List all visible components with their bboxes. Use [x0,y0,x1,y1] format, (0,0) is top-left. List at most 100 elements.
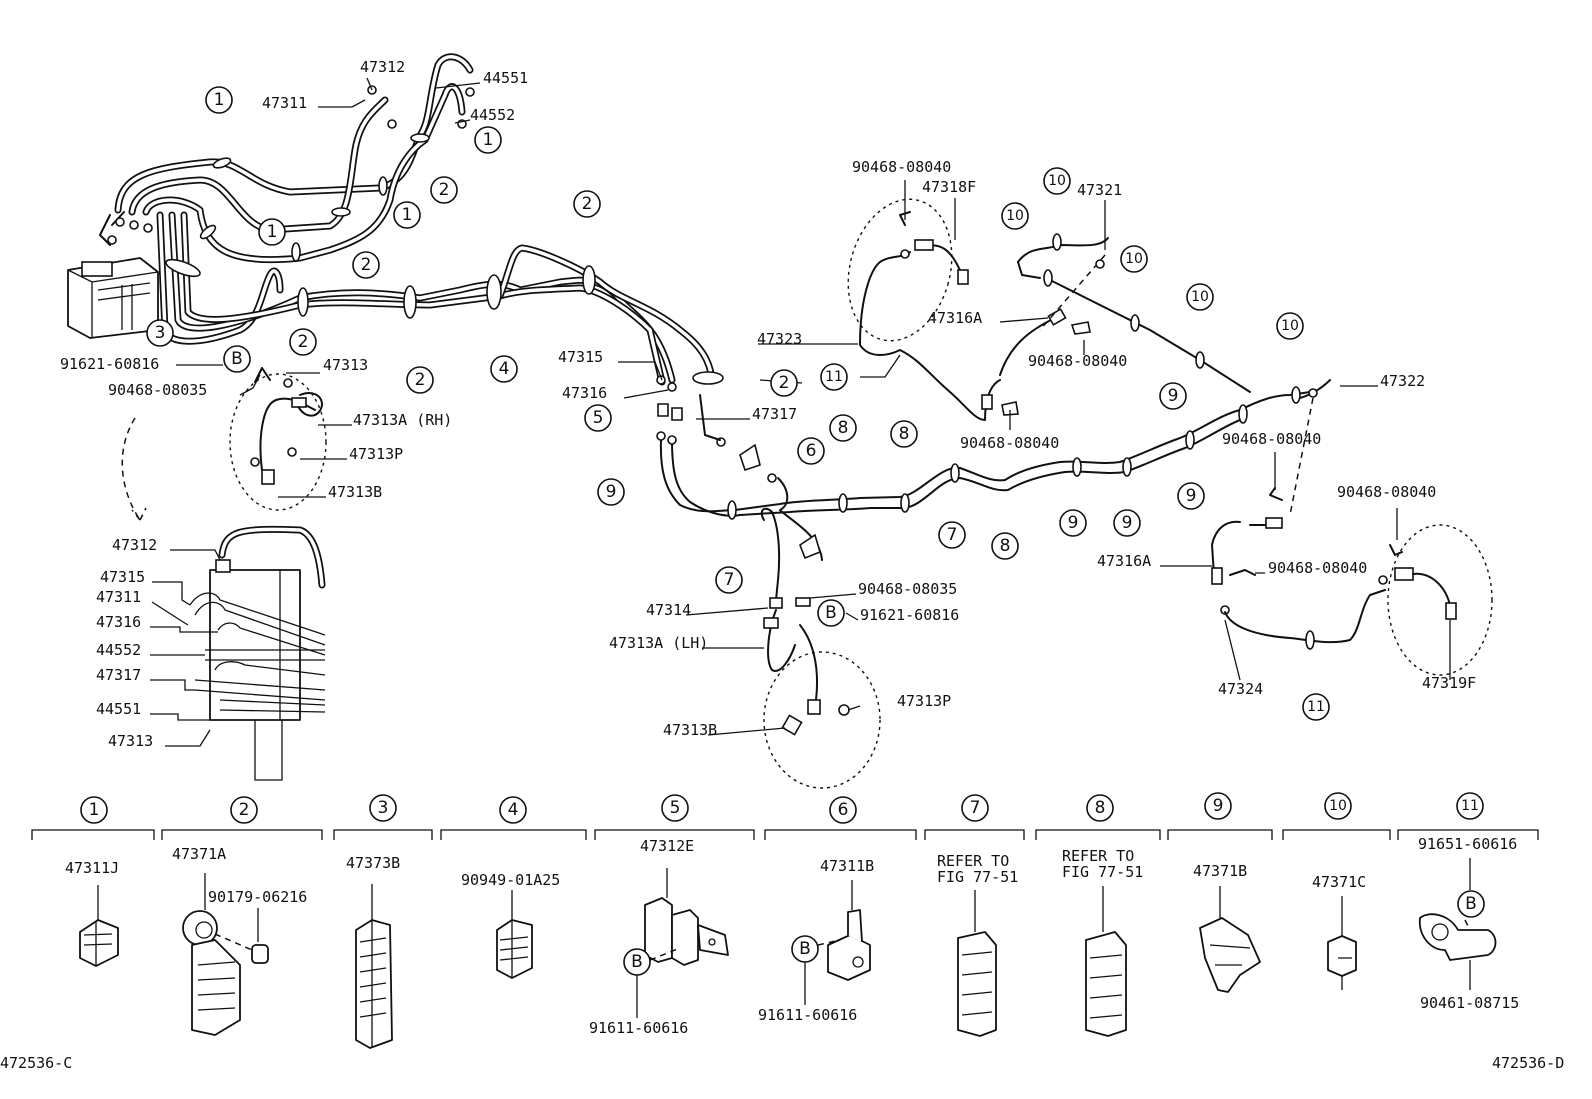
part-label-lp7b: FIG 77-51 [937,868,1018,886]
callout-circle [474,126,502,154]
part-label-l47316ab: 47316A [928,309,982,327]
part-label-l90468e: 90468-08040 [1222,430,1321,448]
callout-circle [623,948,651,976]
part-label-l91621b: 91621-60816 [860,606,959,624]
callout-4: 4 [499,796,527,824]
callout-number: B [799,939,811,959]
callout-number: 1 [267,222,278,242]
part-label-l90468d: 90468-08040 [960,434,1059,452]
part-label-lp2: 47371A [172,845,226,863]
callout-circle [829,796,857,824]
callout-circle [1113,509,1141,537]
part-label-l47313a: 47313 [323,356,368,374]
callout-circle [258,218,286,246]
callout-number: B [825,603,837,623]
callout-circle [430,176,458,204]
part-label-lp4: 90949-01A25 [461,871,560,889]
part-label-l91621a: 91621-60816 [60,355,159,373]
callout-10: 10 [1120,245,1148,273]
callout-circle [490,355,518,383]
part-label-lp9: 47371B [1193,862,1247,880]
part-label-l47311a: 47311 [262,94,307,112]
callout-number: 9 [1168,386,1179,406]
part-label-l44551b: 44551 [96,700,141,718]
callout-5: 5 [661,794,689,822]
callout-circle [791,935,819,963]
callout-number: 2 [779,373,790,393]
part-label-l47319f: 47319F [1422,674,1476,692]
abs-actuator-drawing [67,257,159,339]
part-label-l47313pb: 47313P [897,692,951,710]
part-label-l47317b: 47317 [96,666,141,684]
part-label-l47317a: 47317 [752,405,797,423]
part-label-l47321: 47321 [1077,181,1122,199]
enlarged-inset [121,417,326,781]
callout-circle [1186,283,1214,311]
callout-circle [80,796,108,824]
callout-circle [205,86,233,114]
rear-hose-lh [763,597,881,789]
part-label-lp2b: 90179-06216 [208,888,307,906]
callout-number: 3 [378,798,389,818]
callout-number: 2 [298,332,309,352]
part-label-lp10: 47371C [1312,873,1366,891]
callout-circle [573,190,601,218]
callout-2: 2 [352,251,380,279]
callout-9: 9 [597,478,625,506]
part-label-l44552b: 44552 [96,641,141,659]
callout-6: 6 [797,437,825,465]
part-label-lp11: 91651-60616 [1418,835,1517,853]
callout-10: 10 [1324,792,1352,820]
callout-B: B [623,948,651,976]
callout-number: 2 [361,255,372,275]
part-label-lfig2: 472536-D [1492,1054,1564,1072]
callout-2: 2 [230,796,258,824]
part-label-l47313pa: 47313P [349,445,403,463]
callout-circle [1324,792,1352,820]
callout-number: 8 [899,424,910,444]
part-label-l47318f: 47318F [922,178,976,196]
callout-number: 2 [582,194,593,214]
callout-number: 9 [1122,513,1133,533]
callout-number: 10 [1125,251,1143,267]
part-label-lp1: 47311J [65,859,119,877]
callout-circle [146,319,174,347]
callout-10: 10 [1276,312,1304,340]
callout-circle [597,478,625,506]
callout-11: 11 [820,363,848,391]
callout-circle [584,404,612,432]
part-label-l44552a: 44552 [470,106,515,124]
callout-number: 8 [1095,798,1106,818]
part-label-lp7: REFER TO [937,852,1009,870]
callout-number: 11 [1307,699,1325,715]
callout-number: 8 [838,418,849,438]
callout-number: 9 [1213,796,1224,816]
part-label-l47313rh: 47313A (RH) [353,411,452,429]
callout-number: 9 [606,482,617,502]
callout-circle [1086,794,1114,822]
callout-11: 11 [1456,792,1484,820]
part-label-l47315a: 47315 [558,348,603,366]
callout-10: 10 [1001,202,1029,230]
callout-number: 7 [970,798,981,818]
callout-number: B [1465,894,1477,914]
parts-legend [31,829,1539,1049]
callout-1: 1 [474,126,502,154]
callout-1: 1 [80,796,108,824]
callout-9: 9 [1159,382,1187,410]
callout-number: 10 [1281,318,1299,334]
part-label-l90468b: 90468-08040 [852,158,951,176]
center-brake-lines [656,375,1311,601]
callout-number: 5 [670,798,681,818]
callout-3: 3 [369,794,397,822]
callout-circle [829,414,857,442]
callout-circle [1204,792,1232,820]
callout-number: 7 [947,525,958,545]
callout-2: 2 [406,366,434,394]
callout-number: 1 [483,130,494,150]
part-label-lp8b: FIG 77-51 [1062,863,1143,881]
callout-6: 6 [829,796,857,824]
callout-circle [1276,312,1304,340]
callout-circle [1059,509,1087,537]
